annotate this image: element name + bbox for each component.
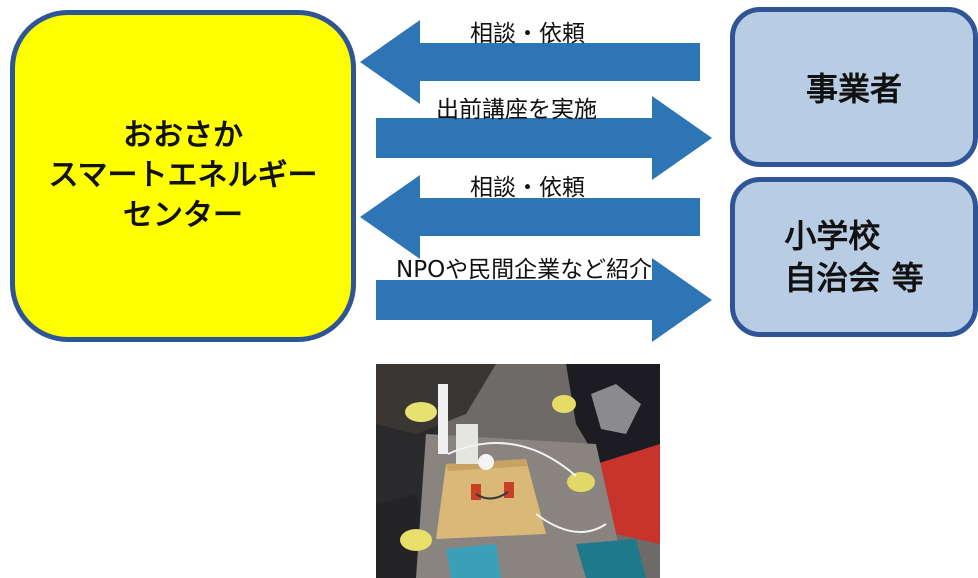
schools-associations-box: 小学校 自治会 等: [730, 177, 978, 337]
arrow-outreach-lecture: [376, 96, 712, 180]
business-operators-box: 事業者: [730, 7, 978, 167]
business-operators-label: 事業者: [805, 70, 902, 108]
school-label-line-1: 小学校: [784, 217, 881, 255]
center-name-line-1: おおさか: [122, 118, 243, 153]
arrow-introduce-npo: [376, 258, 712, 342]
arrow-label-consult-1: 相談・依頼: [470, 21, 585, 47]
workshop-photo-image: [376, 364, 660, 578]
arrow-consult-request-school: [360, 175, 700, 259]
center-name-line-2: スマートエネルギー: [48, 158, 318, 193]
school-label-line-2: 自治会 等: [784, 259, 924, 297]
arrow-label-consult-2: 相談・依頼: [470, 175, 585, 201]
arrow-consult-request-business: [360, 20, 700, 104]
workshop-photo: [376, 364, 660, 578]
center-name-line-3: センター: [122, 198, 243, 233]
arrow-label-introduce: NPOや民間企業など紹介: [396, 257, 653, 283]
smart-energy-center-box: おおさか スマートエネルギー センター: [10, 10, 356, 342]
arrow-label-outreach: 出前講座を実施: [436, 97, 597, 123]
